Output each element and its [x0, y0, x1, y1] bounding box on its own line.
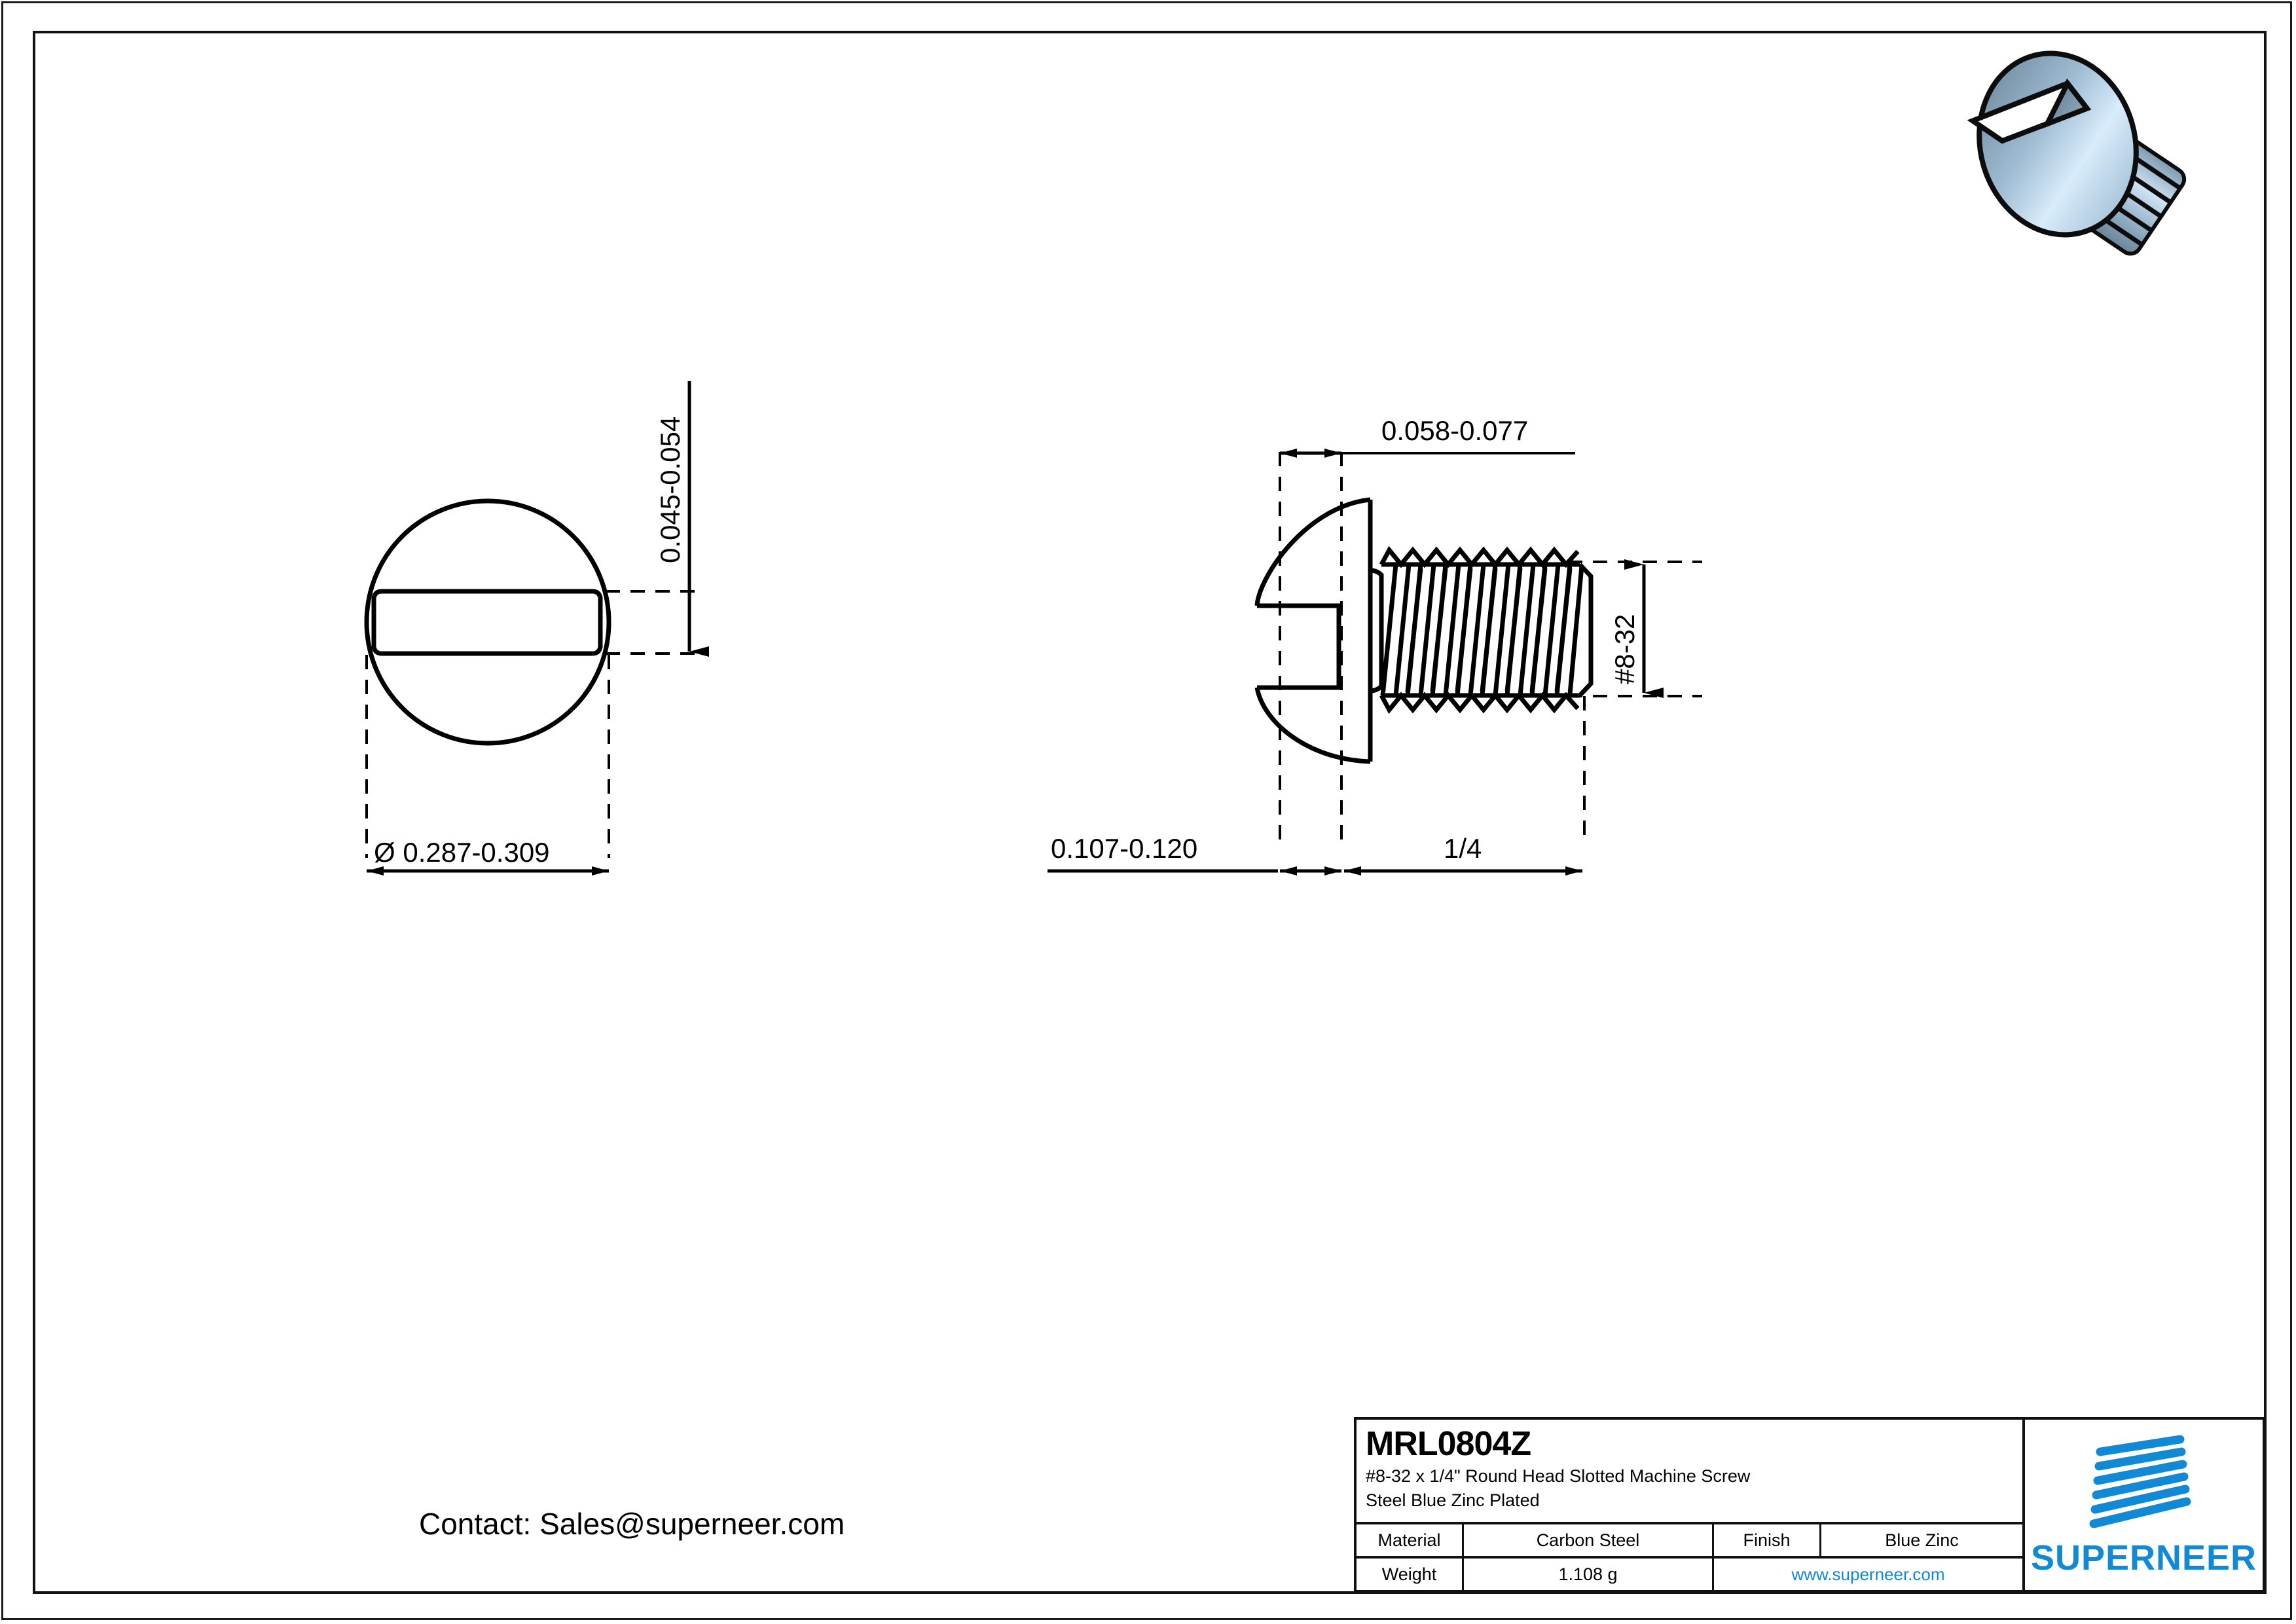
- screw-3d-render-icon: [1967, 50, 2187, 256]
- title-block-left: MRL0804Z #8-32 x 1/4" Round Head Slotted…: [1357, 1420, 2025, 1590]
- dim-thread-length-label: 1/4: [1444, 833, 1482, 864]
- title-block-logo-cell: SUPERNEER: [2025, 1420, 2263, 1590]
- material-value: Carbon Steel: [1464, 1524, 1714, 1556]
- diagonal-stripes-icon: [2089, 1435, 2191, 1528]
- weight-label: Weight: [1357, 1559, 1464, 1590]
- dim-slot-depth-label: 0.058-0.077: [1381, 415, 1528, 446]
- title-block-description: MRL0804Z #8-32 x 1/4" Round Head Slotted…: [1357, 1420, 2022, 1524]
- weight-value: 1.108 g: [1464, 1559, 1714, 1590]
- contact-text: Contact: Sales@superneer.com: [419, 1507, 845, 1541]
- title-block: MRL0804Z #8-32 x 1/4" Round Head Slotted…: [1354, 1417, 2265, 1593]
- description-line-1: #8-32 x 1/4" Round Head Slotted Machine …: [1366, 1466, 1751, 1486]
- sheet-inner-border: [33, 31, 2267, 1594]
- brand-wordmark: SUPERNEER: [2030, 1538, 2257, 1578]
- thread-profile: [1370, 545, 1594, 714]
- finish-value: Blue Zinc: [1885, 1530, 1959, 1550]
- material-finish-row: Material Carbon Steel Finish Blue Zinc: [1357, 1524, 2022, 1559]
- dim-head-height-label: 0.107-0.120: [1051, 833, 1197, 864]
- material-label: Material: [1357, 1524, 1464, 1556]
- screw-side-view: 0.058-0.077 #8-32 0.107-0.120 1/4: [1048, 415, 1702, 876]
- head-top-view: Ø 0.287-0.309 0.045-0.054: [364, 381, 709, 876]
- dim-head-diameter-label: Ø 0.287-0.309: [374, 837, 550, 868]
- dim-slot-width-label: 0.045-0.054: [655, 416, 685, 563]
- part-number: MRL0804Z: [1366, 1425, 1531, 1463]
- website-link[interactable]: www.superneer.com: [1791, 1564, 1945, 1584]
- description-line-2: Steel Blue Zinc Plated: [1366, 1490, 1540, 1510]
- finish-label: Finish: [1714, 1524, 1821, 1556]
- weight-website-row: Weight 1.108 g www.superneer.com: [1357, 1559, 2022, 1590]
- dim-thread-size-label: #8-32: [1609, 614, 1640, 684]
